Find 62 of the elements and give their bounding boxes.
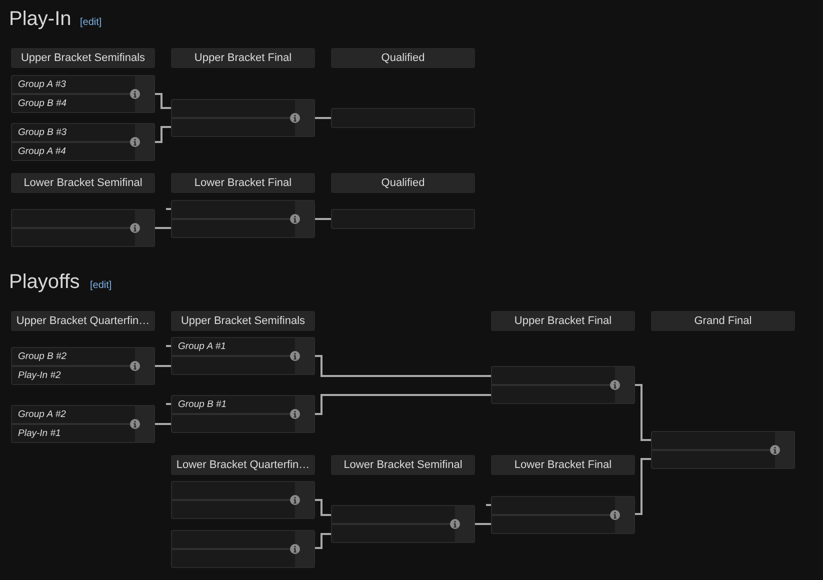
connector-line xyxy=(155,227,171,229)
match-box xyxy=(171,337,315,375)
round-header: Grand Final xyxy=(651,311,795,331)
qualifier-slot xyxy=(331,108,475,128)
section-heading: Play-In xyxy=(9,8,72,30)
round-header: Upper Bracket Semifinals xyxy=(11,48,155,68)
team-name: Play-In #2 xyxy=(18,370,61,382)
connector-line xyxy=(315,355,491,377)
team-name: Group B #4 xyxy=(18,98,67,110)
connector-line xyxy=(155,93,171,109)
round-header: Lower Bracket Final xyxy=(171,173,315,193)
round-header: Upper Bracket Quarterfin… xyxy=(11,311,155,331)
team-name: Group A #2 xyxy=(18,409,66,421)
team-name: Group B #2 xyxy=(18,351,67,363)
edit-link: [edit] xyxy=(80,17,102,29)
connector-line xyxy=(315,218,331,220)
edit-link: [edit] xyxy=(90,280,112,292)
connector-line xyxy=(155,126,171,143)
match-box xyxy=(171,99,315,137)
team-name: Group A #4 xyxy=(18,146,66,158)
section-heading: Playoffs xyxy=(9,271,80,293)
match-box xyxy=(11,123,155,161)
connector-line xyxy=(166,403,171,405)
round-header: Lower Bracket Quarterfin… xyxy=(171,455,315,475)
match-box xyxy=(11,209,155,247)
match-box xyxy=(651,431,795,469)
connector-line xyxy=(155,423,171,425)
match-box xyxy=(171,395,315,433)
connector-line xyxy=(475,523,491,525)
match-box xyxy=(11,347,155,385)
connector-line xyxy=(166,345,171,347)
team-name: Group B #3 xyxy=(18,127,67,139)
team-name: Group A #1 xyxy=(178,341,226,353)
match-box xyxy=(491,496,635,534)
round-header: Lower Bracket Semifinal xyxy=(11,173,155,193)
connector-line xyxy=(166,208,171,210)
team-name: Play-In #1 xyxy=(18,428,61,440)
connector-line xyxy=(315,394,491,415)
round-header: Qualified xyxy=(331,173,475,193)
match-box xyxy=(171,200,315,238)
round-header: Lower Bracket Final xyxy=(491,455,635,475)
round-header: Upper Bracket Final xyxy=(491,311,635,331)
connector-line xyxy=(315,533,331,549)
connector-line xyxy=(315,499,331,516)
connector-line xyxy=(315,117,331,119)
qualifier-slot xyxy=(331,209,475,229)
match-box xyxy=(11,75,155,113)
match-box xyxy=(331,505,475,543)
match-box xyxy=(11,405,155,443)
connector-line xyxy=(155,365,171,367)
connector-line xyxy=(635,384,651,441)
round-header: Upper Bracket Semifinals xyxy=(171,311,315,331)
team-name: Group B #1 xyxy=(178,399,227,411)
connector-line xyxy=(635,458,651,515)
round-header: Qualified xyxy=(331,48,475,68)
round-header: Upper Bracket Final xyxy=(171,48,315,68)
match-box xyxy=(171,530,315,568)
connector-line xyxy=(486,504,491,506)
match-box xyxy=(491,366,635,404)
team-name: Group A #3 xyxy=(18,79,66,91)
round-header: Lower Bracket Semifinal xyxy=(331,455,475,475)
match-box xyxy=(171,481,315,519)
